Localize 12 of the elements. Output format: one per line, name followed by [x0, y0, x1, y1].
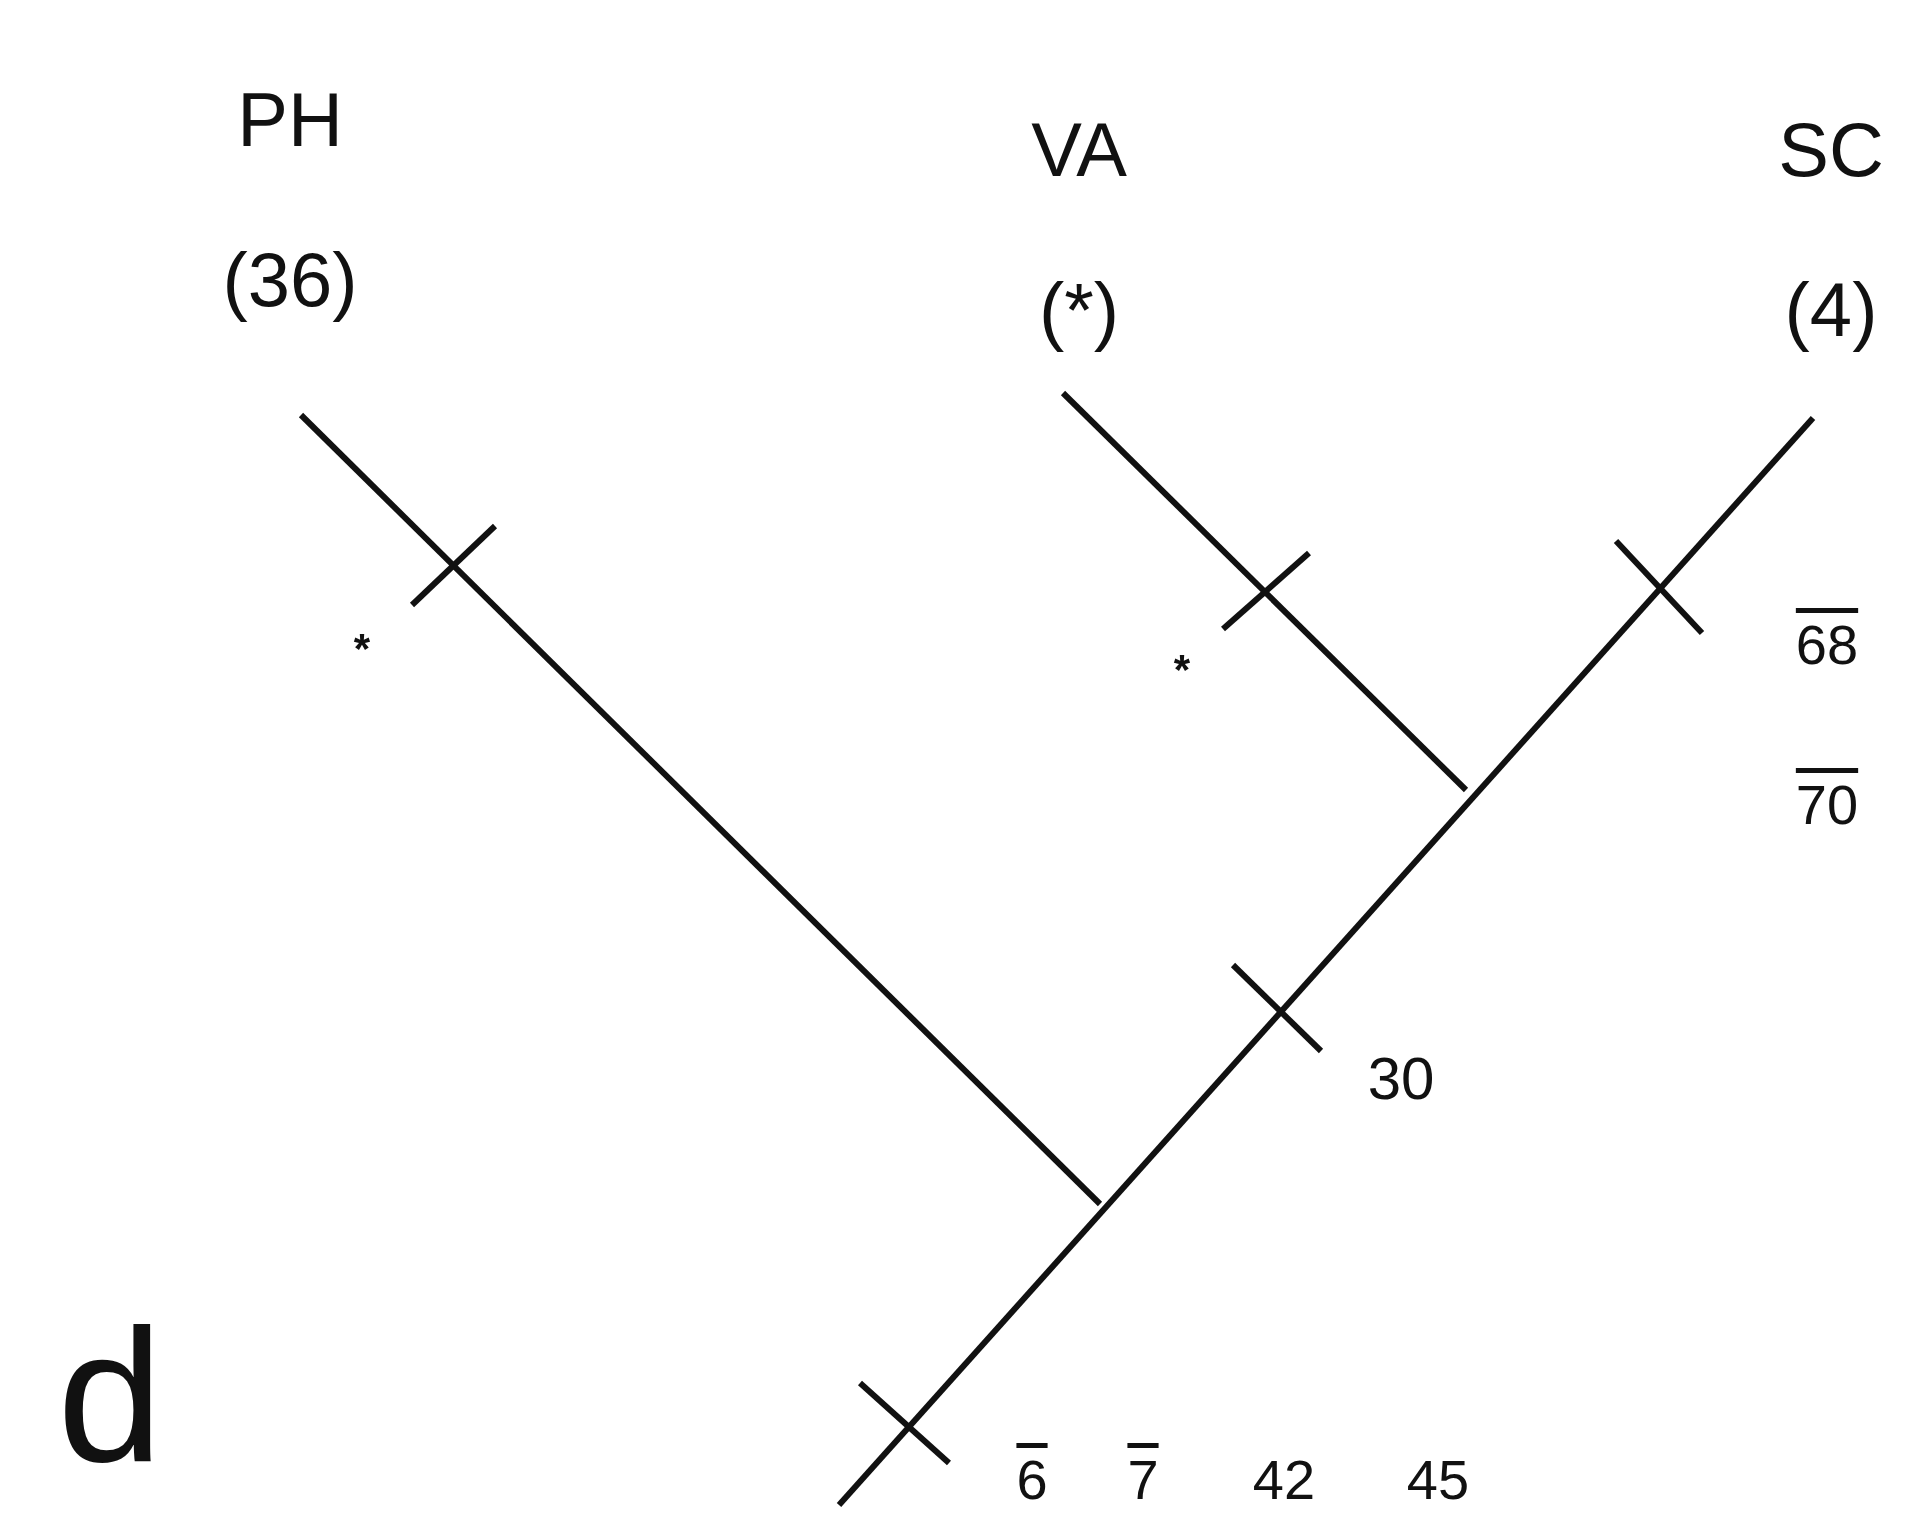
taxon-count: (*) — [1037, 266, 1121, 354]
taxon-count: (36) — [222, 236, 358, 324]
character-number: 45 — [1406, 1452, 1470, 1508]
character-number: 30 — [1367, 1049, 1435, 1109]
taxon-name: PH — [236, 76, 344, 164]
taxon-name: VA — [1031, 106, 1127, 194]
panel-letter: d — [57, 1300, 163, 1490]
taxon-name: SC — [1778, 106, 1884, 194]
taxon-count: (4) — [1783, 266, 1879, 354]
character-mark: * — [353, 628, 371, 670]
character-number: 42 — [1252, 1452, 1316, 1508]
character-mark: * — [1173, 649, 1191, 691]
